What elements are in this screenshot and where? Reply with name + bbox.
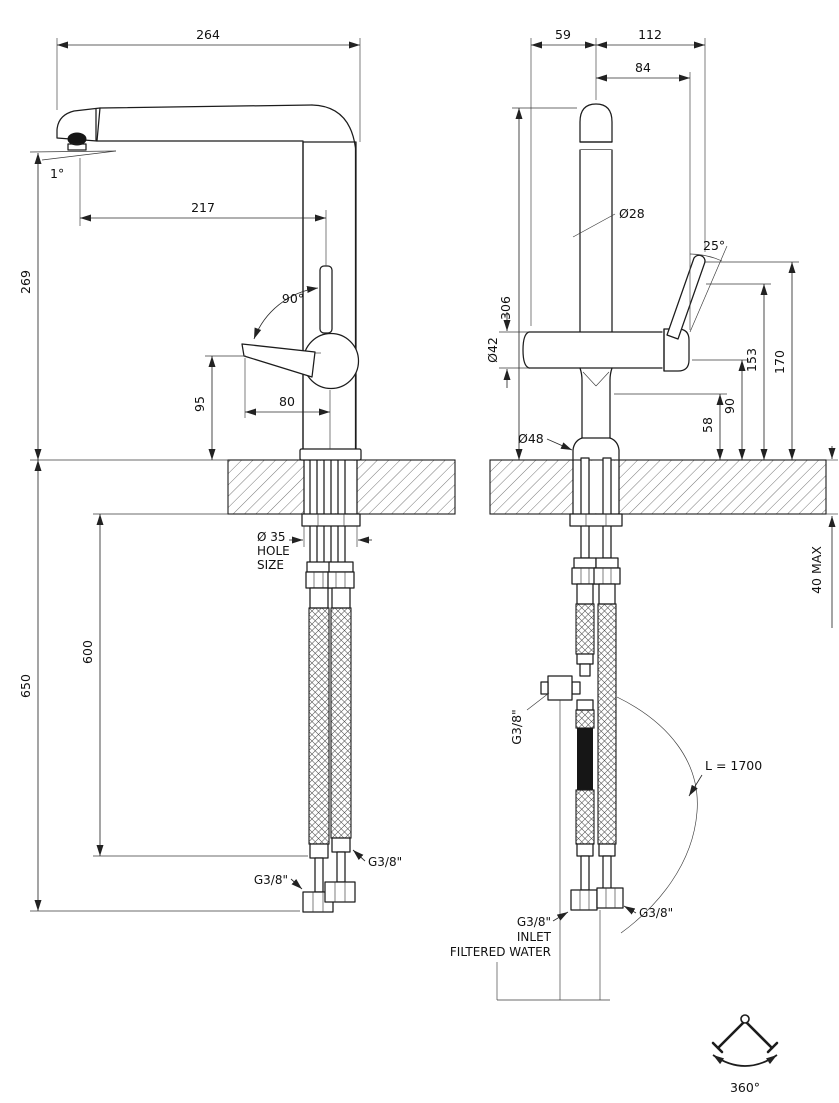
hole-note-line3: SIZE [257,558,284,572]
hole-note-line1: Ø 35 [257,530,286,544]
dim-84-label: 84 [635,60,651,75]
front-bottom-labels: G3/8" G3/8" INLET FILTERED WATER [450,905,673,959]
side-hose-right [324,561,356,903]
front-countertop [489,459,838,515]
valve-fitting-label: G3/8" [509,709,524,745]
shutoff-valve [547,675,573,701]
dim-below-650: 650 [18,460,300,912]
rotation-symbol: 360° [711,1014,779,1095]
dim-217-label: 217 [191,200,215,215]
dim-body-diameter-28: Ø28 [572,206,645,238]
side-hose-left [302,561,334,913]
dim-90deg-label: 90° [282,291,304,306]
front-hose-left [540,557,599,911]
dim-600-label: 600 [80,640,95,664]
dim-80-label: 80 [279,394,295,409]
hole-size-note: Ø 35 HOLE SIZE [257,526,372,572]
inlet-note-line2: FILTERED WATER [450,945,551,959]
front-locknut [569,513,623,527]
dim-42-label: Ø42 [485,337,500,363]
hole-note-line2: HOLE [257,544,290,558]
valve-fitting-note: G3/8" [509,692,550,745]
spout-head [56,107,101,142]
filtered-hose-section [577,728,593,790]
dim-handle-height-95: 95 [192,355,246,460]
dim-right-heights: 170 153 90 58 [614,261,799,460]
dim-spout-angle-1deg: 1° [29,150,117,181]
dim-59-label: 59 [555,27,571,42]
side-fitting-right-label: G3/8" [368,855,402,869]
aerator [67,132,87,146]
dim-95-label: 95 [192,396,207,412]
front-faucet-body [522,103,706,460]
dim-58-label: 58 [700,417,715,433]
dim-cross-diameter-42: Ø42 [485,312,529,388]
hose-length-label: L = 1700 [705,758,762,773]
hose-length-note: L = 1700 [688,758,762,797]
handle-lever-tilted [241,343,316,378]
front-fitting-left-label: G3/8" [517,915,551,929]
front-hose-right [593,557,624,909]
dim-153-label: 153 [744,348,759,372]
front-view: 59 112 84 306 Ø42 Ø28 25° [450,27,838,1001]
inlet-note-line1: INLET [517,930,552,944]
inlet-guide-lines [496,700,610,1001]
side-fitting-labels: G3/8" G3/8" [254,849,402,890]
dim-width-264: 264 [56,27,361,142]
base-plate [299,448,362,461]
handle-rod-vertical [319,265,333,334]
base-flange-left [572,437,583,460]
side-fitting-left-label: G3/8" [254,873,288,887]
dim-269-label: 269 [18,270,33,294]
valve-link [571,681,581,695]
dim-40max-label: 40 MAX [809,546,824,594]
side-view: 264 1° 217 269 90° 95 [18,27,456,913]
rotation-label: 360° [730,1080,760,1095]
dim-hose-600: 600 [80,513,308,857]
handle-mount [663,328,690,372]
dim-top-59-112-84: 59 112 84 [530,27,706,330]
dim-counter-40max: 40 MAX [809,446,836,628]
dim-90-label: 90 [722,398,737,414]
front-fitting-right-label: G3/8" [639,906,673,920]
hose-loop-curve [616,696,698,934]
dim-48-label: Ø48 [518,431,544,446]
dim-112-label: 112 [638,27,662,42]
dim-170-label: 170 [772,350,787,374]
dim-1deg-label: 1° [50,166,64,181]
dim-total-height-306: 306 [498,107,577,460]
dim-reach-217: 217 [79,158,327,266]
dim-25deg-label: 25° [703,238,725,253]
cross-left-end [522,331,530,369]
base-flange-right [609,437,620,460]
dim-650-label: 650 [18,674,33,698]
dim-264-label: 264 [196,27,220,42]
dim-handle-angle-25deg: 25° [689,238,728,333]
dim-28-label: Ø28 [619,206,645,221]
dim-height-269: 269 [18,153,228,461]
dim-306-label: 306 [498,296,513,320]
rotation-faucet-icon [711,1014,779,1054]
dim-base-diameter-48: Ø48 [518,431,573,451]
dim-handle-reach-80: 80 [244,358,331,449]
side-faucet-body [56,104,362,461]
dim-handle-angle-90deg: 90° [253,286,319,340]
rotation-arrow [712,1054,778,1067]
handle-lever-front [666,254,706,340]
top-cap [579,103,613,143]
side-locknut [301,513,361,527]
